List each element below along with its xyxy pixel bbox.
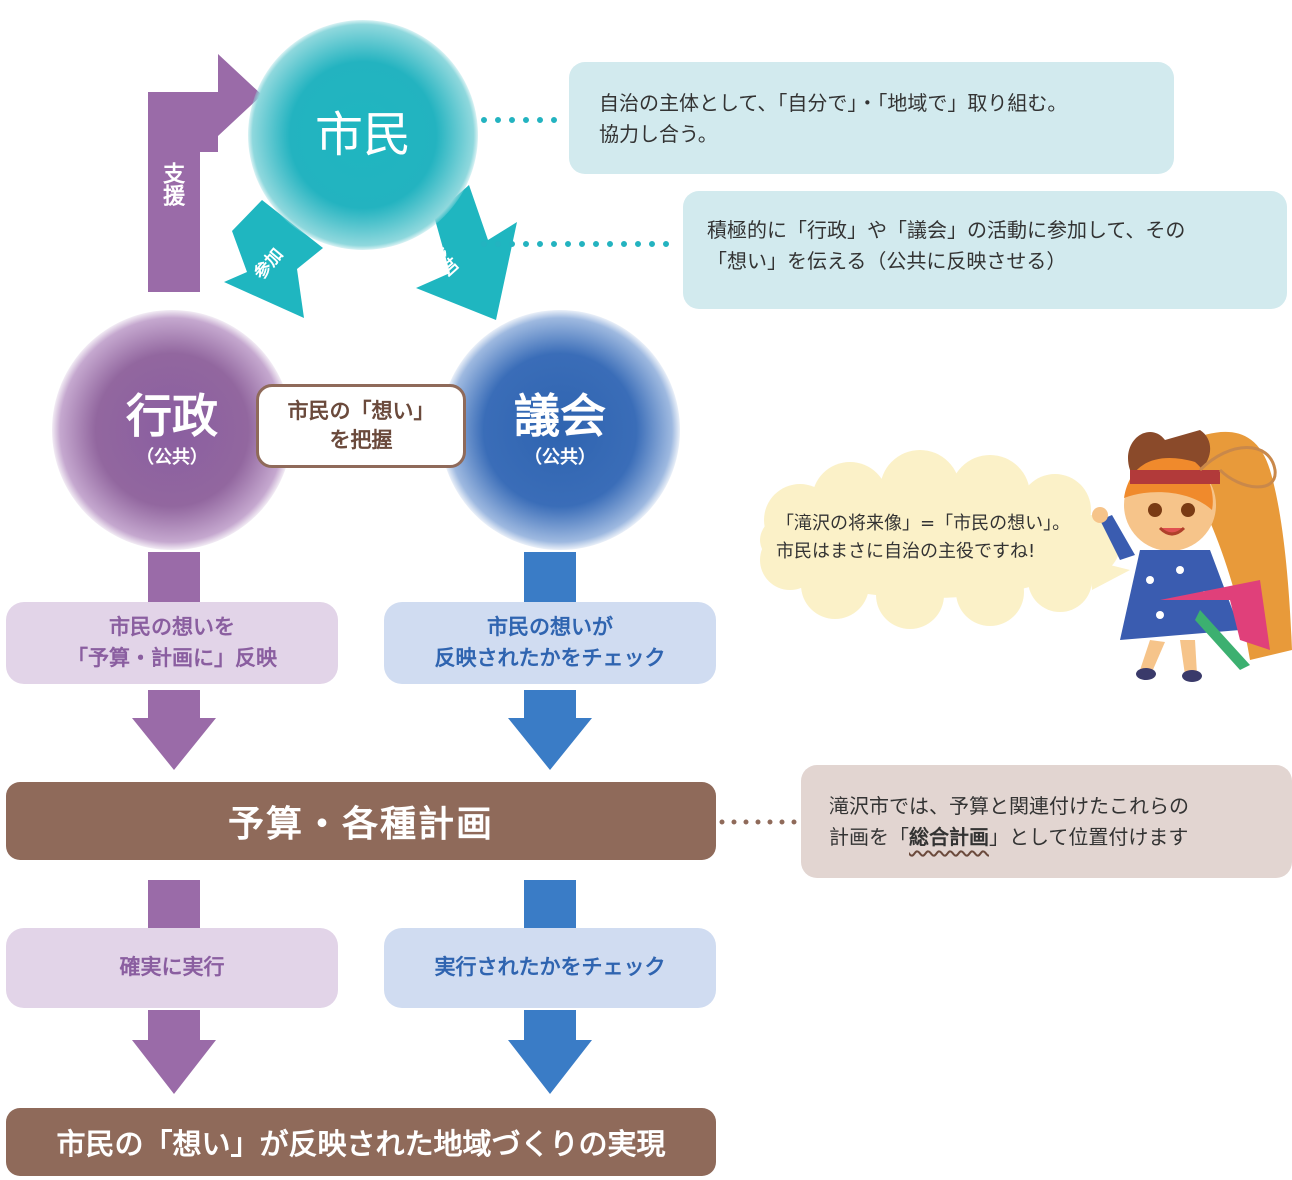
realization-bar-label: 市民の「想い」が反映された地域づくりの実現 (56, 1127, 666, 1161)
council-execute-check-label: 実行されたかをチェック (434, 955, 666, 980)
plans-bar-label: 予算・各種計画 (227, 804, 494, 845)
plans-bar: 予算・各種計画 (6, 782, 716, 860)
support-arrow (148, 54, 262, 292)
plan-note-bubble: 滝沢市では、予算と関連付けたこれらの 計画を「総合計画」として位置付けます (801, 765, 1292, 878)
council-stem-1 (524, 552, 576, 608)
admin-arrow-1 (132, 690, 216, 770)
speech-cloud (760, 450, 1130, 629)
citizen-label: 市民 (314, 106, 411, 163)
plan-note-post: 」として位置付けます (989, 825, 1189, 849)
council-node: 議会 （公共） (440, 310, 680, 550)
mascot-speech-line2: 市民はまさに自治の主役ですね! (776, 540, 1036, 562)
council-check-box: 市民の想いが 反映されたかをチェック (384, 602, 716, 684)
mascot-speech-line1: 「滝沢の将来像」=「市民の想い」。 (776, 513, 1071, 534)
citizen-role-bubble: 自治の主体として、「自分で」・「地域で」取り組む。 協力し合う。 (569, 62, 1174, 174)
support-label: 支援 (159, 162, 185, 206)
council-execute-check-box: 実行されたかをチェック (384, 928, 716, 1008)
grasp-line2: を把握 (329, 428, 393, 452)
administration-label: 行政 (126, 388, 218, 443)
grasp-box: 市民の「想い」 を把握 (256, 384, 466, 468)
citizen-role-line1: 自治の主体として、「自分で」・「地域で」取り組む。 (599, 91, 1068, 115)
council-stem-2 (524, 880, 576, 930)
grasp-line1: 市民の「想い」 (287, 398, 435, 423)
council-arrow-1 (508, 690, 592, 770)
council-arrow-2 (508, 1010, 592, 1094)
admin-stem-2 (148, 880, 200, 930)
participation-bubble: 積極的に「行政」や「議会」の活動に参加して、その 「想い」を伝える（公共に反映さ… (683, 191, 1287, 309)
admin-reflect-box: 市民の想いを 「予算・計画に」反映 (6, 602, 338, 684)
plan-note-line1: 滝沢市では、予算と関連付けたこれらの (829, 794, 1189, 818)
mascot-illustration (1092, 430, 1292, 682)
admin-arrow-2 (132, 1010, 216, 1094)
citizen-role-line2: 協力し合う。 (599, 122, 718, 146)
council-label: 議会 (514, 388, 606, 443)
admin-execute-label: 確実に実行 (119, 955, 225, 980)
comprehensive-plan-term: 総合計画 (909, 825, 989, 849)
admin-reflect-line1: 市民の想いを (109, 614, 235, 639)
plan-note-pre: 計画を「 (829, 825, 909, 849)
admin-execute-box: 確実に実行 (6, 928, 338, 1008)
mascot-speech: 「滝沢の将来像」=「市民の想い」。 市民はまさに自治の主役ですね! (776, 510, 1116, 566)
admin-reflect-line2: 「予算・計画に」反映 (67, 646, 277, 670)
plan-note-line2: 計画を「総合計画」として位置付けます (829, 822, 1264, 853)
council-check-line2: 反映されたかをチェック (434, 646, 666, 670)
realization-bar: 市民の「想い」が反映された地域づくりの実現 (6, 1108, 716, 1176)
administration-node: 行政 （公共） (52, 310, 292, 550)
participation-line2: 「想い」を伝える（公共に反映させる） (707, 249, 1067, 273)
council-sublabel: （公共） (524, 447, 596, 469)
citizen-node: 市民 (248, 20, 478, 250)
participation-line1: 積極的に「行政」や「議会」の活動に参加して、その (707, 218, 1186, 242)
council-check-line1: 市民の想いが (487, 614, 613, 639)
admin-stem-1 (148, 552, 200, 608)
administration-sublabel: （公共） (136, 447, 208, 469)
